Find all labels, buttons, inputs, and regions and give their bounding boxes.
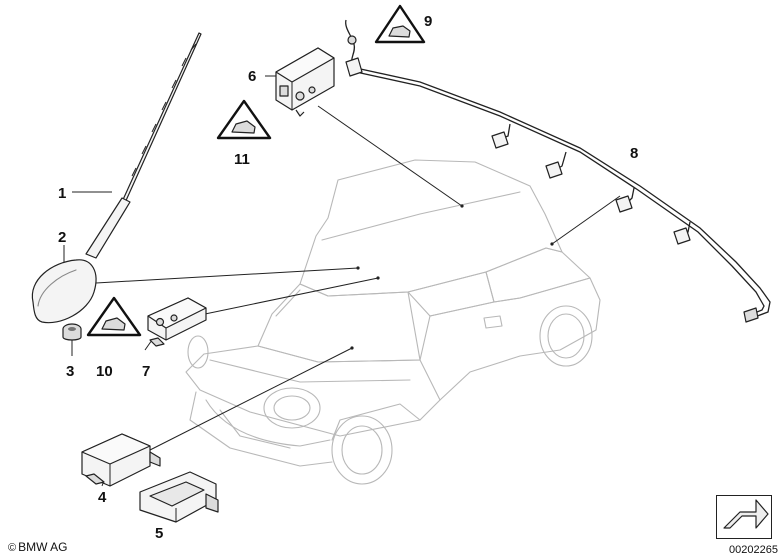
callout-2: 2 bbox=[58, 229, 66, 246]
warning-triangle-icon bbox=[216, 99, 272, 140]
callout-5: 5 bbox=[155, 525, 163, 542]
grommet bbox=[62, 323, 82, 341]
callout-4: 4 bbox=[98, 489, 107, 506]
callout-7: 7 bbox=[142, 363, 150, 380]
callout-11: 11 bbox=[234, 151, 250, 168]
antenna-control-unit bbox=[275, 47, 335, 117]
callout-1: 1 bbox=[58, 185, 66, 202]
car-outline bbox=[185, 159, 601, 485]
callout-8: 8 bbox=[630, 145, 638, 162]
copyright-text: BMW AG bbox=[18, 540, 68, 554]
reference-frame bbox=[716, 495, 772, 539]
antenna-base bbox=[31, 259, 97, 324]
reference-number: 00202265 bbox=[729, 544, 778, 556]
rod-antenna bbox=[85, 32, 202, 259]
warning-triangle-icon bbox=[374, 4, 426, 44]
antenna-module bbox=[147, 297, 207, 347]
callout-9: 9 bbox=[424, 13, 432, 30]
mounting-bracket bbox=[139, 471, 219, 523]
tuner-module bbox=[81, 433, 161, 487]
callout-3: 3 bbox=[66, 363, 74, 380]
wiring-harness bbox=[345, 19, 771, 323]
copyright-notice: ©BMW AG bbox=[8, 540, 67, 554]
folded-corner-icon bbox=[723, 499, 769, 529]
warning-triangle-icon bbox=[86, 296, 142, 337]
callout-10: 10 bbox=[96, 363, 113, 380]
callout-6: 6 bbox=[248, 68, 256, 85]
copyright-symbol: © bbox=[8, 542, 17, 554]
